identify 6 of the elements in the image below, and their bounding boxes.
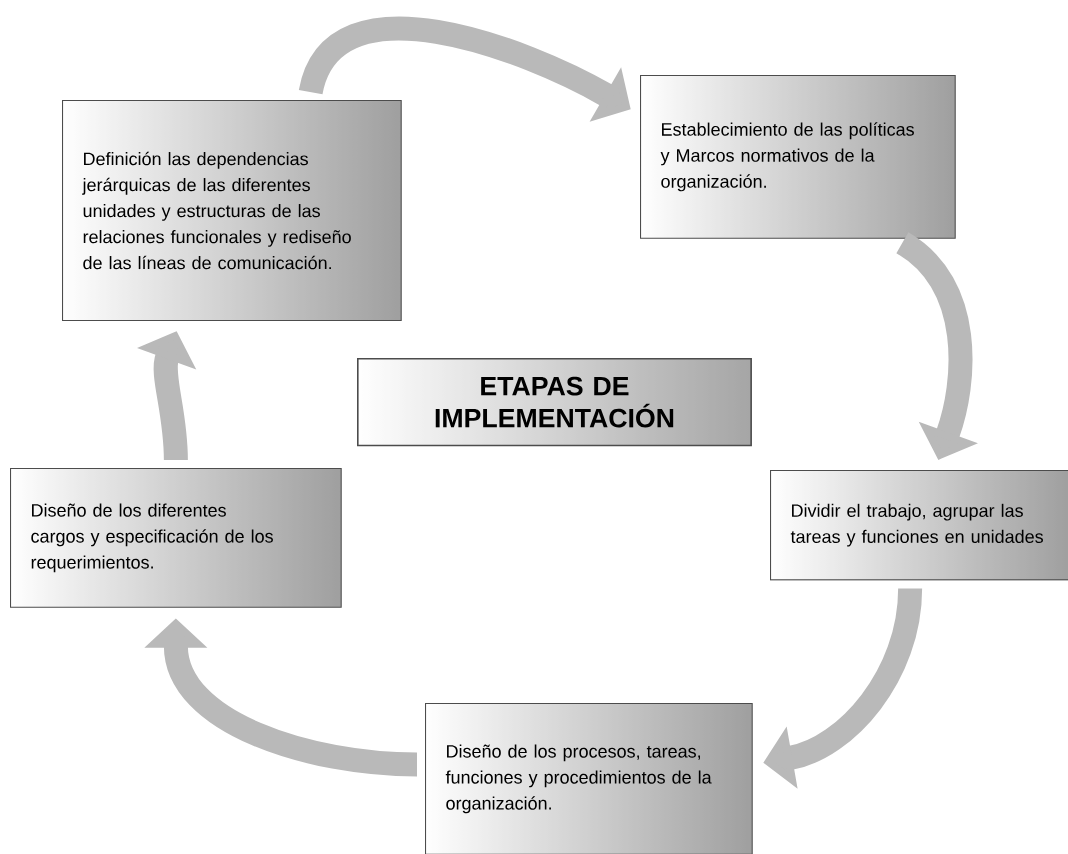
title-box: ETAPAS DE IMPLEMENTACIÓN (357, 358, 752, 447)
step-box: Diseño de los diferentes cargos y especificación de los requerimientos. (10, 468, 342, 608)
step-box: Dividir el trabajo, agrupar las tareas y funciones en unidades (770, 470, 1068, 581)
step-box: Diseño de los procesos, tareas, funciones y procedimientos de la organización. (425, 703, 753, 854)
step-box: Establecimiento de las políticas y Marcos normativos de la organización. (640, 75, 956, 239)
step-box: Definición las dependencias jerárquicas de las diferentes unidades y estructuras de las relaciones funcionales y rediseño de las líneas de comunicación. (62, 100, 402, 322)
